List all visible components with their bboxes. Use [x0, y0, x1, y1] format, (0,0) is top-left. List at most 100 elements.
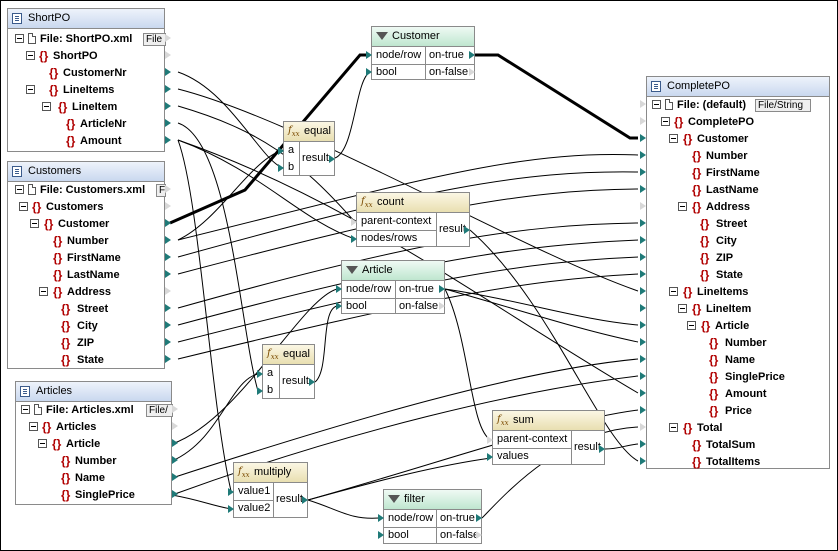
- output-pin[interactable]: [165, 304, 171, 312]
- output-pin[interactable]: [165, 219, 171, 227]
- input-pin[interactable]: [351, 218, 357, 226]
- output-pin[interactable]: [165, 119, 171, 127]
- output-pin[interactable]: [439, 302, 445, 310]
- input-pin[interactable]: [366, 51, 372, 59]
- input-pin[interactable]: [640, 304, 646, 312]
- output-pin[interactable]: [172, 473, 178, 481]
- output-pin[interactable]: [165, 68, 171, 76]
- source-shortpo-file-button[interactable]: File: [143, 33, 166, 46]
- filter-article-header[interactable]: Article: [342, 261, 444, 281]
- filter-filter[interactable]: filter node/row bool on-true on-false: [383, 489, 482, 544]
- target-completepo-header[interactable]: CompletePO: [647, 77, 829, 97]
- input-pin[interactable]: [336, 285, 342, 293]
- output-pin[interactable]: [172, 439, 178, 447]
- output-pin[interactable]: [439, 285, 445, 293]
- output-pin[interactable]: [165, 236, 171, 244]
- output-pin[interactable]: [329, 155, 335, 163]
- output-pin[interactable]: [464, 226, 470, 234]
- source-customers-header[interactable]: Customers: [8, 162, 164, 182]
- input-pin[interactable]: [378, 514, 384, 522]
- input-pin[interactable]: [228, 505, 234, 513]
- source-customers[interactable]: Customers File: Customers.xml Fi {}Custo…: [7, 161, 166, 369]
- function-count-header[interactable]: fxx count: [357, 193, 469, 213]
- input-pin[interactable]: [351, 235, 357, 243]
- target-completepo-file-button[interactable]: File/String: [755, 99, 811, 112]
- function-count[interactable]: fxx count parent-context nodes/rows resu…: [356, 192, 470, 247]
- output-pin[interactable]: [165, 34, 171, 42]
- output-pin[interactable]: [172, 490, 178, 498]
- input-pin[interactable]: [487, 453, 493, 461]
- output-pin[interactable]: [172, 422, 178, 430]
- input-pin[interactable]: [640, 423, 646, 431]
- source-shortpo-header[interactable]: ShortPO: [8, 9, 164, 29]
- filter-customer-header[interactable]: Customer: [372, 27, 474, 47]
- input-pin[interactable]: [366, 68, 372, 76]
- source-shortpo[interactable]: ShortPO File: ShortPO.xml File {}ShortPO…: [7, 8, 166, 152]
- function-sum[interactable]: fxx sum parent-context values result: [492, 410, 605, 465]
- input-pin[interactable]: [640, 389, 646, 397]
- source-articles-header[interactable]: Articles: [16, 382, 171, 402]
- collapse-toggle[interactable]: [21, 405, 30, 414]
- output-pin[interactable]: [165, 338, 171, 346]
- output-pin[interactable]: [599, 445, 605, 453]
- collapse-toggle[interactable]: [652, 100, 661, 109]
- input-pin[interactable]: [257, 387, 263, 395]
- output-pin[interactable]: [165, 51, 171, 59]
- input-pin[interactable]: [640, 168, 646, 176]
- function-equal-1-header[interactable]: fxx equal: [284, 122, 334, 142]
- collapse-toggle[interactable]: [15, 185, 24, 194]
- output-pin[interactable]: [165, 85, 171, 93]
- input-pin[interactable]: [640, 406, 646, 414]
- input-pin[interactable]: [278, 164, 284, 172]
- input-pin[interactable]: [640, 100, 646, 108]
- function-multiply[interactable]: fxx multiply value1 value2 result: [233, 462, 308, 518]
- filter-customer[interactable]: Customer node/row bool on-true on-false: [371, 26, 475, 80]
- input-pin[interactable]: [640, 219, 646, 227]
- target-completepo[interactable]: CompletePO File: (default) File/String {…: [646, 76, 830, 469]
- input-pin[interactable]: [487, 436, 493, 444]
- output-pin[interactable]: [476, 531, 482, 539]
- output-pin[interactable]: [165, 202, 171, 210]
- output-pin[interactable]: [165, 270, 171, 278]
- input-pin[interactable]: [640, 151, 646, 159]
- output-pin[interactable]: [476, 514, 482, 522]
- output-pin[interactable]: [469, 51, 475, 59]
- input-pin[interactable]: [640, 287, 646, 295]
- input-pin[interactable]: [640, 440, 646, 448]
- output-pin[interactable]: [165, 102, 171, 110]
- input-pin[interactable]: [228, 488, 234, 496]
- input-pin[interactable]: [257, 370, 263, 378]
- output-pin[interactable]: [165, 185, 171, 193]
- input-pin[interactable]: [640, 321, 646, 329]
- collapse-toggle[interactable]: [15, 34, 24, 43]
- output-pin[interactable]: [165, 253, 171, 261]
- output-pin[interactable]: [172, 456, 178, 464]
- output-pin[interactable]: [309, 378, 315, 386]
- input-pin[interactable]: [640, 372, 646, 380]
- input-pin[interactable]: [640, 457, 646, 465]
- output-pin[interactable]: [165, 136, 171, 144]
- input-pin[interactable]: [378, 531, 384, 539]
- filter-filter-header[interactable]: filter: [384, 490, 481, 510]
- output-pin[interactable]: [165, 355, 171, 363]
- output-pin[interactable]: [165, 287, 171, 295]
- input-pin[interactable]: [278, 147, 284, 155]
- function-multiply-header[interactable]: fxx multiply: [234, 463, 307, 483]
- function-equal-2[interactable]: fxx equal a b result: [262, 344, 315, 399]
- input-pin[interactable]: [640, 270, 646, 278]
- input-pin[interactable]: [640, 338, 646, 346]
- input-pin[interactable]: [640, 236, 646, 244]
- function-equal-1[interactable]: fxx equal a b result: [283, 121, 335, 176]
- function-equal-2-header[interactable]: fxx equal: [263, 345, 314, 365]
- input-pin[interactable]: [640, 117, 646, 125]
- source-articles[interactable]: Articles File: Articles.xml File/ {}Arti…: [15, 381, 173, 505]
- source-articles-file-button[interactable]: File/: [146, 404, 173, 417]
- filter-article[interactable]: Article node/row bool on-true on-false: [341, 260, 445, 314]
- input-pin[interactable]: [640, 355, 646, 363]
- input-pin[interactable]: [640, 134, 646, 142]
- output-pin[interactable]: [165, 321, 171, 329]
- input-pin[interactable]: [640, 185, 646, 193]
- input-pin[interactable]: [336, 302, 342, 310]
- function-sum-header[interactable]: fxx sum: [493, 411, 604, 431]
- output-pin[interactable]: [469, 68, 475, 76]
